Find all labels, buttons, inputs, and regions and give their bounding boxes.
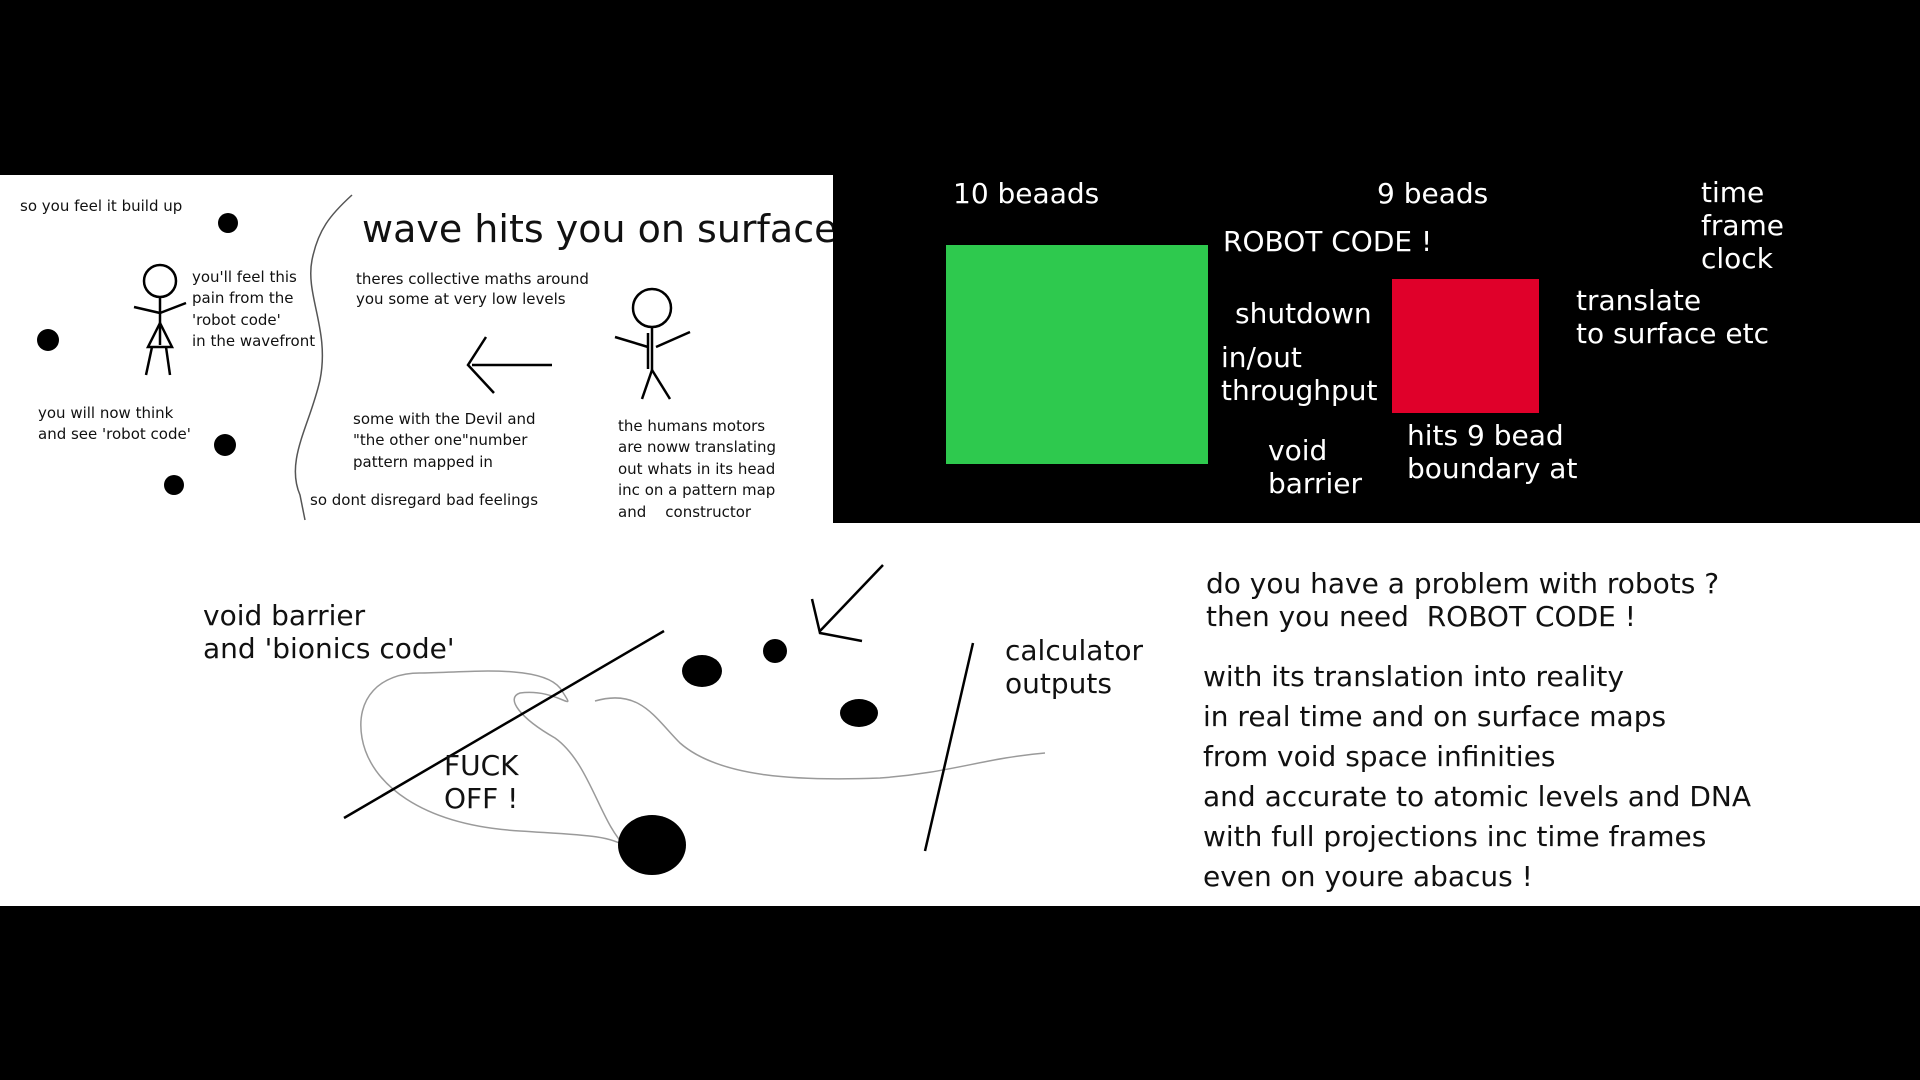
nine-beads-label: 9 beads [1377,177,1489,210]
arrow-down-left [810,564,884,643]
large-dot [618,815,686,875]
void-bionics-label: void barrier and 'bionics code' [203,599,455,665]
wavefront-line [294,194,353,521]
in-out-throughput-label: in/out throughput [1221,341,1378,407]
arrow-left [466,336,552,394]
wave-trace [594,697,1046,780]
translate-surface-label: translate to surface etc [1576,284,1769,350]
dot [840,699,878,727]
fuck-off-label: FUCK OFF ! [444,749,519,815]
beads-panel: 10 beaads 9 beads time frame clock ROBOT… [833,175,1920,523]
dot [682,655,722,687]
outline-shape [360,670,627,848]
divider-line [923,642,975,852]
dot [37,329,59,351]
ten-beads-label: 10 beaads [953,177,1100,210]
dot [214,434,236,456]
hits-boundary-label: hits 9 bead boundary at [1407,419,1578,485]
green-bead-block [946,245,1208,464]
robot-code-panel: void barrier and 'bionics code' FUCK OFF… [0,523,1920,906]
void-barrier-drawing [343,564,1046,875]
shutdown-label: shutdown [1235,297,1372,330]
wave-title: wave hits you on surface [362,207,833,251]
dot [164,475,184,495]
build-up-text: so you feel it build up [20,197,183,215]
devil-text: some with the Devil and "the other one"n… [353,410,536,471]
disregard-text: so dont disregard bad feelings [310,491,539,509]
diagonal-barrier-line [343,629,665,820]
wave-panel: so you feel it build up you'll feel this… [0,175,833,523]
void-barrier-label: void barrier [1268,434,1362,500]
stick-figure-large [614,287,691,400]
calculator-outputs-label: calculator outputs [1005,634,1144,700]
collective-maths-text: theres collective maths around you some … [356,270,589,308]
robot-problem-text: do you have a problem with robots ? then… [1206,567,1720,633]
robot-code-label: ROBOT CODE ! [1223,225,1433,258]
time-frame-clock-label: time frame clock [1701,176,1785,275]
motors-text: the humans motors are noww translating o… [618,417,777,521]
feel-pain-text: you'll feel this pain from the 'robot co… [192,268,316,351]
dot [218,213,238,233]
think-see-text: you will now think and see 'robot code' [38,404,191,444]
wave-drawing [37,194,691,521]
stick-figure-small [133,263,187,376]
dot [763,639,787,663]
red-bead-block [1392,279,1539,413]
translation-text: with its translation into reality in rea… [1203,660,1751,894]
